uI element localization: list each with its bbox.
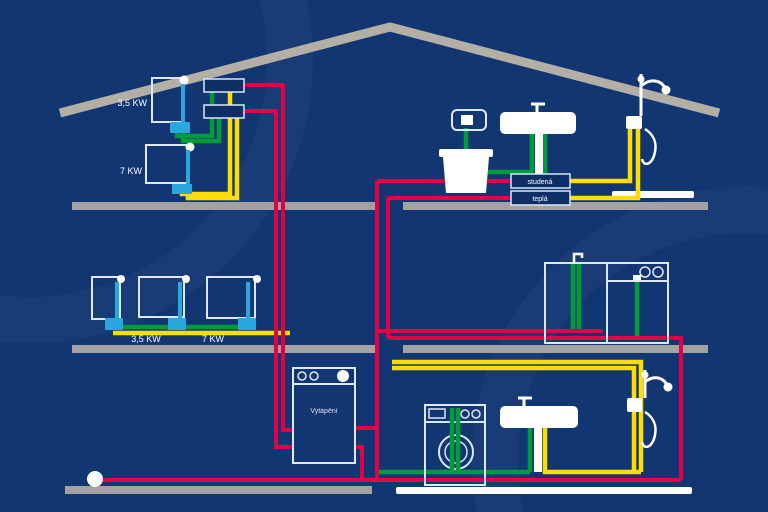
ground-shower-slider: [641, 371, 649, 379]
boiler-label: Vytápění: [310, 408, 337, 415]
middle-floor-left: [72, 345, 377, 353]
hot-water-pipes: [113, 92, 644, 475]
water-labels: studená teplá: [510, 173, 571, 206]
radiator-power-label: 7 KW: [202, 334, 225, 344]
cold-water-label-box: [510, 173, 571, 189]
attic-bathroom: [439, 74, 671, 193]
thermostat-knob: [179, 75, 189, 85]
boiler-right-lower-stub: [355, 445, 364, 480]
washing-machine-body: [424, 404, 486, 486]
attic-sink-drain: [535, 134, 543, 174]
ground-shower-hose: [640, 410, 657, 449]
boiler-knob: [297, 371, 307, 381]
thermostat-knob: [117, 275, 125, 283]
toilet-cistern-lid: [439, 149, 493, 157]
ground-bathroom: [424, 370, 673, 486]
boiler-knob: [309, 371, 319, 381]
roof: [58, 22, 721, 118]
kitchen-line-2-and-right-riser: [388, 336, 683, 480]
thermostat-knob: [185, 142, 195, 152]
boiler-body: [292, 367, 356, 464]
attic-sink-basin: [500, 112, 576, 134]
hot-water-label: teplá: [532, 196, 547, 203]
thermostat-knob: [182, 275, 190, 283]
middle-floor-right: [403, 345, 708, 353]
washing-machine-knob: [471, 409, 481, 419]
radiator-valve: [172, 184, 192, 194]
heating-manifolds: [203, 78, 245, 119]
attic-radiator-green-pipe-2: [180, 118, 222, 144]
ground-floor-left: [65, 486, 372, 494]
radiator-power-label: 7 KW: [120, 166, 143, 176]
attic-shower-hot-pipe-1: [570, 128, 633, 184]
dishwasher-inlet: [633, 275, 641, 280]
boiler-indicator: [337, 370, 349, 382]
attic-floor-right: [403, 202, 708, 210]
attic-sink-faucet: [531, 102, 545, 113]
washing-machine-knob: [460, 409, 470, 419]
radiator-body: [206, 276, 256, 319]
heating-riser-left-1: [244, 83, 293, 432]
dishwasher-knob: [652, 266, 664, 278]
attic-radiator-large-group: 7 KW: [120, 142, 195, 194]
ground-sink-drain: [534, 428, 542, 472]
radiator-valve: [238, 318, 256, 330]
attic-floor-left: [72, 202, 377, 210]
ground-bathroom-tray: [396, 487, 692, 494]
boiler-group: Vytápění: [292, 367, 356, 464]
ground-shower-head: [663, 382, 673, 392]
detergent-drawer: [428, 408, 446, 419]
dishwasher-knob: [639, 266, 651, 278]
cold-water-label: studená: [528, 179, 553, 186]
shower-hose: [640, 127, 657, 166]
shower-head: [661, 85, 671, 95]
radiator-body: [138, 276, 185, 318]
shower-mixer: [626, 116, 642, 129]
manifold-lower: [203, 104, 245, 119]
heating-pipes: [103, 83, 683, 482]
water-meter: [87, 471, 103, 487]
radiator-power-label: 3,5 KW: [131, 334, 161, 344]
flush-button-panel: [451, 109, 487, 131]
ground-shower-mixer: [627, 398, 642, 412]
flush-button: [461, 115, 473, 125]
radiator-power-label: 3,5 KW: [117, 98, 147, 108]
radiator-valve: [105, 318, 123, 330]
kitchen-group: [544, 252, 669, 344]
shower-slider: [637, 75, 645, 83]
ground-sink-faucet: [518, 396, 532, 407]
attic-radiator-yellow-pipe-2: [185, 118, 240, 201]
ground-sink-basin: [500, 406, 578, 428]
hot-water-label-box: [510, 190, 571, 206]
radiator-valve: [170, 122, 190, 133]
house-structure: [58, 22, 721, 494]
manifold-upper: [203, 78, 245, 93]
attic-shower-hot-pipe-2: [570, 128, 641, 201]
heating-riser-left-2: [244, 109, 293, 449]
floor-radiators-group: 3,5 KW 7 KW: [91, 275, 261, 344]
radiator-valve: [168, 318, 186, 330]
thermostat-knob: [253, 275, 261, 283]
toilet-cistern: [443, 157, 489, 193]
ground-hot-main-inner: [392, 365, 637, 398]
ground-hot-main-outer: [392, 359, 644, 472]
kitchen-faucet: [572, 252, 584, 263]
ground-sink-hot-pipe: [542, 428, 641, 475]
attic-radiator-small-group: 3,5 KW: [117, 75, 190, 133]
